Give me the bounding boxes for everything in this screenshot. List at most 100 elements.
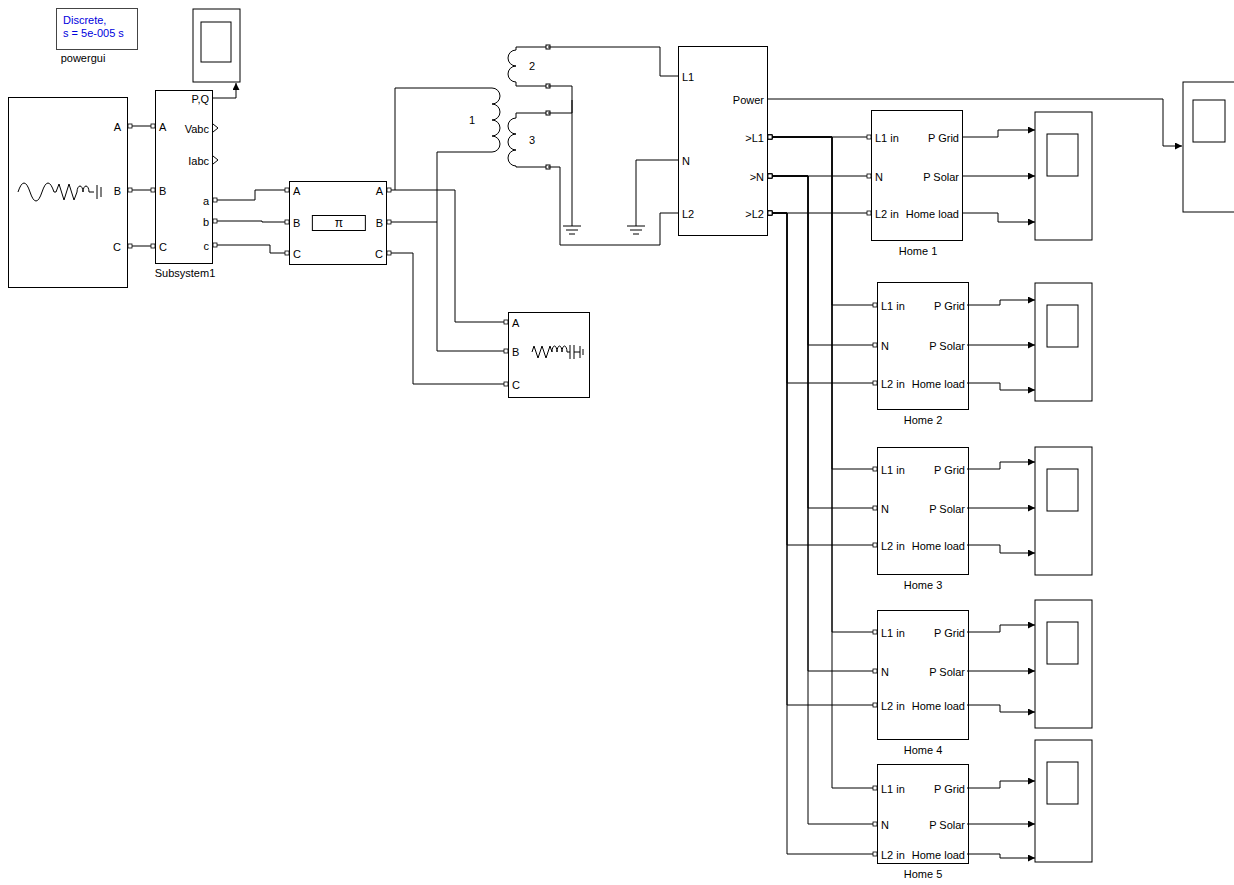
signal-line	[967, 508, 1035, 509]
port-marker	[768, 211, 772, 215]
port-label: P Grid	[934, 300, 965, 313]
power-wire	[768, 137, 877, 469]
scope-screen	[1047, 622, 1078, 664]
signal-line	[967, 781, 1035, 788]
port-label: L1 in	[881, 627, 905, 640]
port-label: A	[114, 121, 121, 134]
signal-line	[963, 130, 1035, 137]
port-label: P Grid	[934, 783, 965, 796]
port-chevron	[213, 156, 218, 164]
power-wire	[213, 221, 289, 222]
port-label: B	[159, 185, 166, 198]
port-marker	[128, 188, 132, 192]
load-symbol	[532, 346, 570, 358]
signal-line	[967, 625, 1035, 632]
port-marker	[768, 174, 772, 178]
port-marker	[768, 135, 772, 139]
port-label: C	[375, 248, 383, 261]
port-marker	[768, 211, 772, 215]
power-wire	[768, 137, 877, 305]
port-label: N	[881, 666, 889, 679]
transformer-winding	[492, 88, 500, 152]
signal-line	[967, 462, 1035, 469]
power-wire	[213, 190, 289, 200]
power-wire	[387, 253, 508, 384]
home-subsystem: L1 inNL2 inP GridP SolarHome loadHome 4	[877, 610, 969, 740]
signal-line	[967, 545, 1035, 553]
port-label: L1 in	[881, 783, 905, 796]
port-label: >N	[750, 171, 764, 184]
port-marker	[387, 188, 391, 192]
port-label: L1 in	[875, 132, 899, 145]
port-marker	[213, 243, 217, 247]
port-label: P Solar	[929, 503, 965, 516]
load-symbol	[570, 345, 583, 359]
port-marker	[128, 124, 132, 128]
signal-line	[967, 300, 1035, 305]
power-wire	[768, 213, 877, 854]
block-name: Home 5	[904, 868, 943, 881]
transformer-winding	[508, 113, 548, 167]
port-marker	[128, 244, 132, 248]
power-wire	[548, 167, 678, 245]
power-wire	[768, 176, 877, 345]
port-label: Home load	[906, 208, 959, 221]
port-label: Power	[733, 94, 764, 107]
block-name: Subsystem1	[155, 267, 216, 280]
scope-screen	[1047, 469, 1078, 511]
port-label: N	[881, 340, 889, 353]
power-wire	[768, 213, 877, 545]
scope-screen	[1047, 762, 1078, 804]
powergui-block: Discrete, s = 5e-005 spowergui	[56, 8, 138, 50]
port-marker	[768, 211, 772, 215]
power-wire	[437, 152, 492, 222]
power-wire	[387, 222, 508, 351]
three-phase-load: ABC	[508, 312, 590, 398]
port-label: >L2	[745, 208, 764, 221]
split-phase-distribution: L1NL2Power>L1>N>L2	[678, 46, 768, 236]
port-marker	[768, 174, 772, 178]
port-label: C	[113, 241, 121, 254]
ground-symbol	[627, 226, 645, 234]
port-label: Home load	[912, 700, 965, 713]
pi-symbol: π	[312, 215, 366, 231]
port-label: N	[881, 819, 889, 832]
signal-line	[963, 213, 1035, 222]
port-label: N	[875, 171, 883, 184]
power-wire	[768, 176, 877, 508]
port-label: b	[203, 216, 209, 229]
port-marker	[387, 251, 391, 255]
transformer-winding	[508, 47, 548, 86]
source-symbol	[97, 185, 101, 199]
port-label: P,Q	[191, 93, 209, 106]
scope-screen	[1047, 134, 1078, 176]
block-name: powergui	[61, 52, 106, 65]
power-wire	[768, 137, 877, 632]
block-name: Home 3	[904, 579, 943, 592]
ground-symbol	[563, 226, 581, 234]
scope-block	[1183, 82, 1234, 212]
source-symbol	[18, 183, 94, 201]
port-label: P Grid	[928, 132, 959, 145]
signal-line	[967, 854, 1035, 858]
port-label: C	[293, 248, 301, 261]
port-label: P Solar	[923, 171, 959, 184]
power-wire	[548, 47, 678, 76]
port-label: Iabc	[188, 155, 209, 168]
port-marker	[213, 198, 217, 202]
port-label: Home load	[912, 849, 965, 862]
scope-screen	[201, 22, 231, 62]
port-label: A	[293, 185, 300, 198]
signal-line	[963, 176, 1035, 177]
port-label: L2 in	[881, 540, 905, 553]
power-wire	[768, 213, 877, 383]
scope-screen	[1047, 305, 1078, 347]
port-label: P Solar	[929, 666, 965, 679]
port-label: P Solar	[929, 340, 965, 353]
scope-block	[1035, 447, 1092, 575]
winding-number: 2	[529, 60, 535, 73]
block-name: Home 2	[904, 414, 943, 427]
port-label: B	[376, 217, 383, 230]
port-label: L2 in	[875, 208, 899, 221]
port-label: P Grid	[934, 627, 965, 640]
